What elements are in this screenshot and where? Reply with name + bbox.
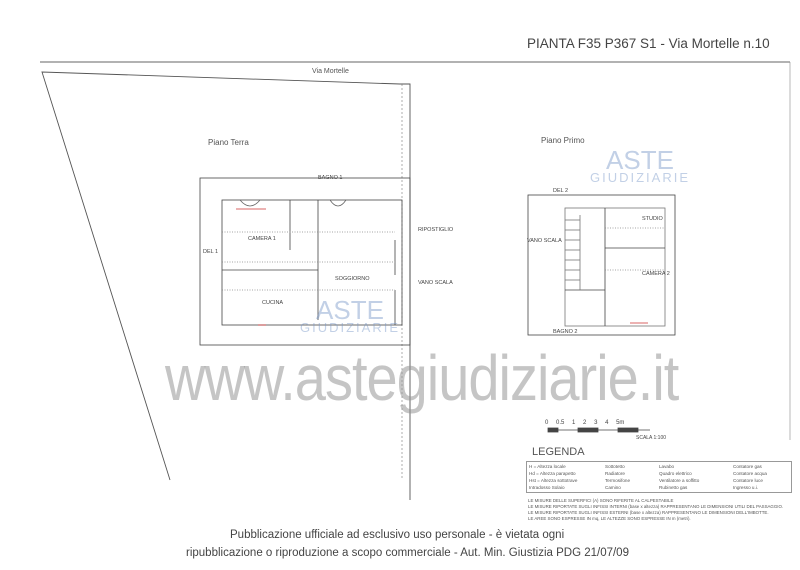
scale-tick: 5m	[616, 420, 625, 426]
legend-title: LEGENDA	[532, 446, 585, 458]
legend-item: Hst = Altezza sottotrave	[529, 478, 578, 483]
room-label: STUDIO	[642, 216, 663, 222]
first-floor-plan	[527, 194, 676, 336]
legend-item: Intradosso Solaio	[529, 485, 565, 490]
aste-logo-top: ASTE	[606, 145, 674, 175]
room-label: BAGNO 1	[318, 175, 343, 181]
scale-bar	[547, 427, 650, 433]
legend-item: Radiatore	[605, 471, 625, 476]
legend-item: Hd = Altezza parapetto	[529, 471, 576, 476]
legend-item: Contatore luce	[733, 478, 763, 483]
room-label: CAMERA 1	[248, 236, 276, 242]
room-label: CUCINA	[262, 300, 284, 306]
legend-item: Camino	[605, 485, 621, 490]
legend-item: Ventilatore a soffitto	[659, 478, 700, 483]
aste-logo-watermark: ASTE GIUDIZIARIE	[590, 145, 691, 185]
note: LE MISURE DELLE SUPERFICI (A) SONO RIFER…	[528, 498, 674, 503]
ground-floor-plan	[199, 177, 411, 346]
room-label: VANO SCALA	[418, 280, 453, 286]
room-label: SOGGIORNO	[335, 276, 370, 282]
ground-floor-label: Piano Terra	[208, 138, 249, 147]
legend-item: Contatore acqua	[733, 471, 767, 476]
scale-tick: 2	[583, 420, 587, 426]
room-label: DEL 1	[203, 249, 219, 255]
aste-logo-watermark: ASTE GIUDIZIARIE	[300, 295, 401, 335]
scale-tick: 1	[572, 420, 576, 426]
scale-tick: 3	[594, 420, 598, 426]
aste-logo-bottom: GIUDIZIARIE	[300, 320, 401, 335]
footer-line: ripubblicazione o riproduzione a scopo c…	[186, 547, 629, 559]
legend-item: Rubinetto gas	[659, 485, 688, 490]
aste-logo-top: ASTE	[316, 295, 384, 325]
page-title: PIANTA F35 P367 S1 - Via Mortelle n.10	[527, 36, 770, 51]
scale-tick: 4	[605, 420, 609, 426]
room-label: DEL 2	[553, 188, 569, 194]
scale-tick: 0.5	[556, 420, 565, 426]
legend-item: Sottotetto	[605, 464, 625, 469]
room-label: CAMERA 2	[642, 271, 670, 277]
note: LE AREE SONO ESPRESSE IN mq, LE ALTEZZE …	[528, 516, 691, 521]
note: LE MISURE RIPORTATE SUGLI INFISSI ESTERN…	[528, 510, 769, 515]
note: LE MISURE RIPORTATE SUGLI INFISSI INTERN…	[528, 504, 784, 509]
footer-line: Pubblicazione ufficiale ad esclusivo uso…	[230, 529, 565, 541]
legend-item: Lavabo	[659, 464, 675, 469]
first-floor-label: Piano Primo	[541, 136, 585, 145]
street-label: Via Mortelle	[312, 68, 349, 75]
legend-item: H = Altezza locale	[529, 464, 566, 469]
aste-logo-bottom: GIUDIZIARIE	[590, 170, 691, 185]
legend-item: Termosifone	[605, 478, 631, 483]
legend-item: Contatore gas	[733, 464, 762, 469]
legend-item: Ingresso u.i.	[733, 485, 759, 490]
room-label: BAGNO 2	[553, 329, 578, 335]
room-label: RIPOSTIGLIO	[418, 227, 454, 233]
site-watermark: www.astegiudiziarie.it	[165, 341, 679, 414]
scale-ticks: 0 0.5 1 2 3 4 5m	[545, 420, 624, 427]
site-boundary	[41, 71, 411, 500]
scale-tick: 0	[545, 420, 549, 426]
legend-item: Quadro elettrico	[659, 471, 692, 476]
scale-label: SCALA 1:100	[636, 435, 667, 441]
room-label: VANO SCALA	[527, 238, 562, 244]
